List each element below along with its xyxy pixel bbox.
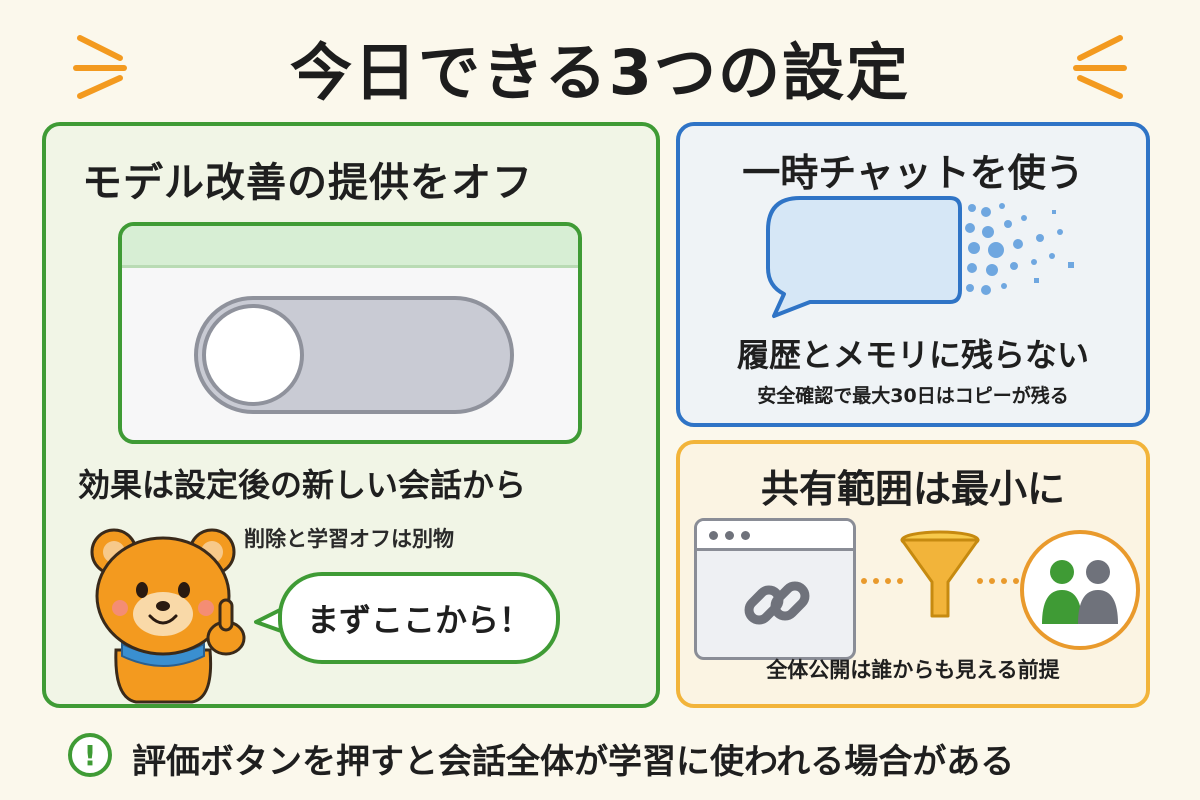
- speech-tail: [254, 606, 285, 634]
- browser-dot: [741, 531, 750, 540]
- rating-warning-text: 評価ボタンを押すと会話全体が学習に使われる場合がある: [132, 742, 1015, 782]
- speech-text: まずここから！: [306, 601, 531, 639]
- temp-card-subtitle: 履歴とメモリに残らない: [736, 336, 1089, 374]
- toggle-off-icon: [194, 296, 514, 414]
- share-card-note: 全体公開は誰からも見える前提: [766, 658, 1060, 682]
- bear-mascot-icon: [90, 528, 246, 704]
- people-icon: [1020, 530, 1140, 650]
- burst-right-icon: [1073, 35, 1127, 99]
- model-card-heading: モデル改善の提供をオフ: [82, 160, 533, 206]
- delete-vs-optout-note: 削除と学習オフは別物: [244, 527, 454, 551]
- browser-bar: [697, 521, 853, 551]
- effect-timing-text: 効果は設定後の新しい会話から: [78, 466, 527, 504]
- chat-bubble-icon: [766, 196, 1074, 318]
- exclamation-icon: !: [68, 733, 112, 777]
- browser-dot: [709, 531, 718, 540]
- speech-bubble: まずここから！: [278, 572, 560, 664]
- browser-window-icon: [694, 518, 856, 660]
- settings-window-icon: [118, 222, 582, 444]
- link-icon: [744, 581, 810, 625]
- people-figures: [1042, 560, 1118, 624]
- temp-card-note: 安全確認で最大30日はコピーが残る: [757, 385, 1069, 407]
- toggle-knob: [202, 304, 304, 406]
- temp-card-heading: 一時チャットを使う: [742, 151, 1084, 195]
- funnel-icon: [900, 530, 980, 618]
- page-title: 今日できる3つの設定: [290, 36, 910, 109]
- browser-dot: [725, 531, 734, 540]
- burst-left-icon: [73, 35, 127, 99]
- dotted-connector: [861, 578, 1019, 584]
- share-card-heading: 共有範囲は最小に: [760, 467, 1065, 511]
- window-title-bar: [122, 226, 578, 268]
